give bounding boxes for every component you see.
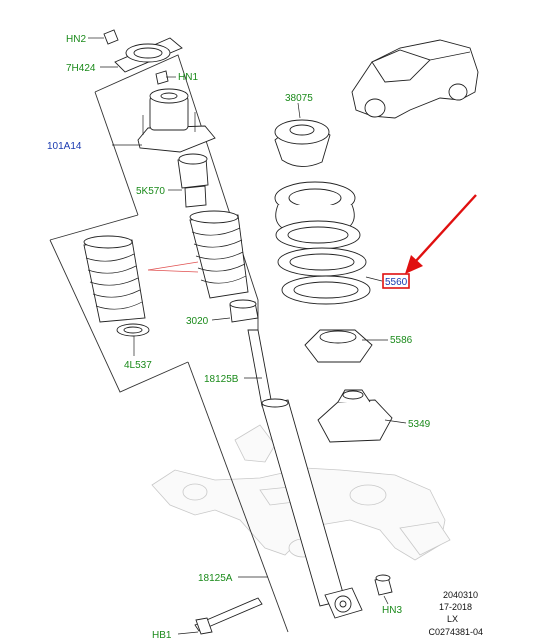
label-4l537: 4L537 [124,360,152,371]
bolt-hb1 [194,597,263,635]
vehicle-thumbnail [351,39,479,119]
meta-year-range: 17-2018 [439,602,472,612]
arrow-pointer [405,194,477,274]
top-mount-plate [114,37,183,73]
shock-absorber [247,329,363,619]
label-18125b: 18125B [204,374,239,385]
coil-spring-5560 [274,181,371,305]
nut-hn2 [103,29,119,45]
nut-hn3 [374,574,393,596]
label-hn1: HN1 [178,72,198,83]
meta-series: LX [447,614,458,624]
label-5586: 5586 [390,335,413,346]
spring-seat-5586 [304,329,373,363]
label-5k570: 5K570 [136,186,165,197]
dust-boot-4l537 [83,235,150,337]
label-3020: 3020 [186,316,209,327]
label-18125a: 18125A [198,573,233,584]
label-hn2: HN2 [66,34,86,45]
nut-hn1 [155,70,169,85]
dust-boot [189,210,249,299]
assembly-frame [49,54,289,633]
spring-seat-38075 [274,119,331,167]
top-mount-101a14 [137,88,216,153]
label-5349: 5349 [408,419,431,430]
leader-lines [88,37,407,635]
seat-3020 [229,299,259,323]
label-hn3: HN3 [382,605,402,616]
spring-pad-5349 [317,389,393,443]
label-5560[interactable]: 5560 [385,277,408,288]
label-7h424: 7H424 [66,63,96,74]
label-38075: 38075 [285,93,313,104]
meta-code: 2040310 [443,590,478,600]
bump-stop-5k570 [177,153,209,208]
label-hb1: HB1 [152,630,172,640]
highlight-box-5560 [382,273,410,289]
red-reference-lines [147,261,199,273]
meta-reference: C0274381-04 [428,627,483,637]
label-101a14: 101A14 [47,141,82,152]
